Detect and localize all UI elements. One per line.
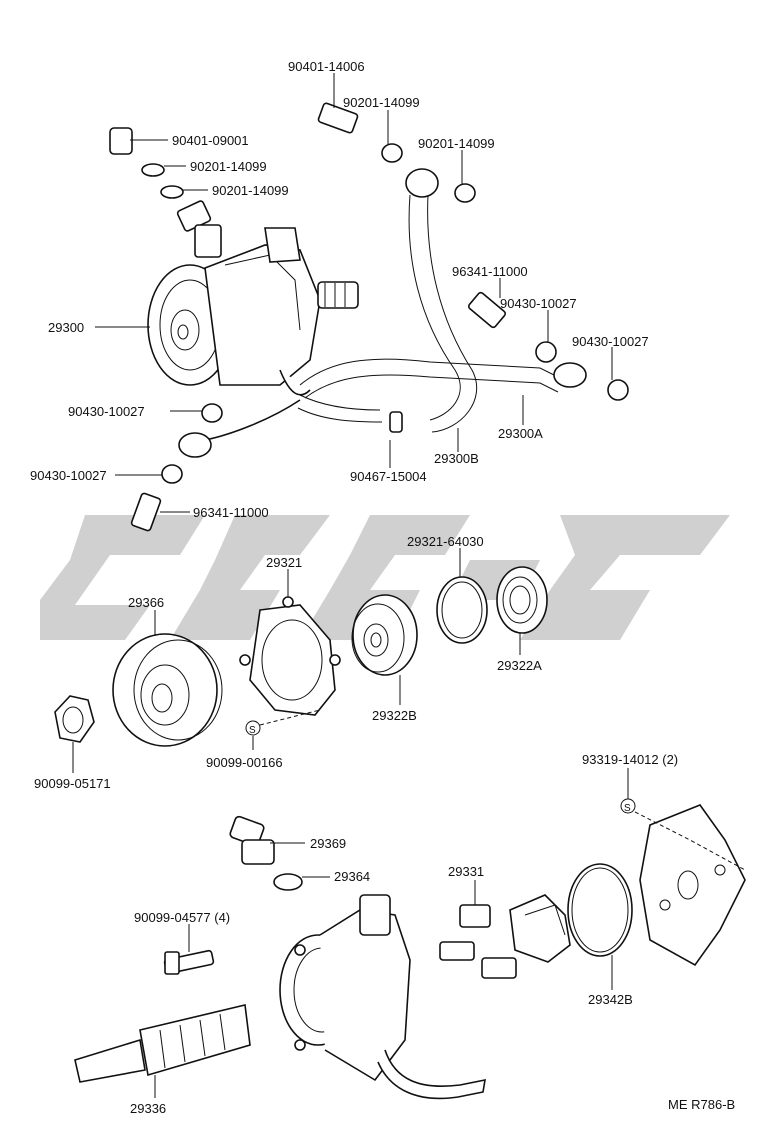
shaft-29336 (74, 1004, 251, 1083)
label-90467-15004: 90467-15004 (350, 469, 427, 484)
label-90401-09001: 90401-09001 (172, 133, 249, 148)
label-90430-10027-d: 90430-10027 (30, 468, 107, 483)
housing-assembly (279, 894, 486, 1100)
seal-29322A (496, 566, 548, 634)
vacuum-hose-assembly (178, 168, 587, 458)
washer-90430-10027-c (201, 403, 223, 423)
plate-29321 (239, 596, 341, 716)
bolt-96341-11000-b (130, 492, 162, 532)
label-90201-14099-a: 90201-14099 (343, 95, 420, 110)
washer-90430-10027-b (607, 379, 629, 401)
vacuum-pump-assembly (147, 200, 359, 396)
nut-90099-05171 (54, 695, 95, 743)
label-29364: 29364 (334, 869, 370, 884)
check-valve-29369 (229, 815, 275, 865)
label-29300: 29300 (48, 320, 84, 335)
label-29369: 29369 (310, 836, 346, 851)
label-90201-14099-b: 90201-14099 (190, 159, 267, 174)
vanes-29331 (439, 904, 517, 979)
label-90099-05171: 90099-05171 (34, 776, 111, 791)
label-29322A: 29322A (497, 658, 542, 673)
leader-lines (72, 73, 629, 1098)
rotor (509, 894, 571, 963)
o-ring-29342B (567, 863, 633, 957)
pulley-29366 (112, 633, 223, 747)
screw-dash-line (259, 709, 321, 726)
label-90430-10027-a: 90430-10027 (500, 296, 577, 311)
s-mark-a (245, 720, 261, 736)
label-29300B: 29300B (434, 451, 479, 466)
diagram-code: ME R786-B (668, 1097, 735, 1112)
label-29300A: 29300A (498, 426, 543, 441)
label-90099-00166: 90099-00166 (206, 755, 283, 770)
label-90201-14099-c: 90201-14099 (212, 183, 289, 198)
s-mark-b-text: S (624, 803, 631, 814)
label-29342B: 29342B (588, 992, 633, 1007)
label-29322B: 29322B (372, 708, 417, 723)
gasket-29364 (273, 873, 303, 891)
washer-90201-14099-a (381, 143, 403, 163)
washer-90201-14099-c (160, 185, 184, 199)
s-mark-a-text: S (249, 725, 256, 736)
washer-90430-10027-a (535, 341, 557, 363)
label-29331: 29331 (448, 864, 484, 879)
part-labels: 90401-14006 90201-14099 90401-09001 9020… (30, 59, 735, 1116)
label-29366: 29366 (128, 595, 164, 610)
label-90430-10027-c: 90430-10027 (68, 404, 145, 419)
seal-29321-64030 (436, 576, 488, 644)
label-90430-10027-b: 90430-10027 (572, 334, 649, 349)
fitting-90401-14006 (317, 102, 359, 134)
fitting-90401-09001 (109, 127, 133, 155)
bearing-29322B (351, 594, 418, 676)
label-29321-64030: 29321-64030 (407, 534, 484, 549)
bolt-90099-04577 (163, 949, 215, 975)
end-plate (639, 804, 746, 967)
washer-90201-14099-b (141, 163, 165, 177)
washer-90201-14099-d (454, 183, 476, 203)
bolt-96341-11000-a (467, 291, 507, 329)
label-93319-14012: 93319-14012 (2) (582, 752, 678, 767)
label-96341-11000-a: 96341-11000 (452, 264, 528, 279)
label-29336: 29336 (130, 1101, 166, 1116)
label-96341-11000-b: 96341-11000 (193, 505, 269, 520)
label-29321: 29321 (266, 555, 302, 570)
label-90201-14099-d: 90201-14099 (418, 136, 495, 151)
washer-90430-10027-d (161, 464, 183, 484)
label-90099-04577: 90099-04577 (4) (134, 910, 230, 925)
label-90401-14006: 90401-14006 (288, 59, 365, 74)
